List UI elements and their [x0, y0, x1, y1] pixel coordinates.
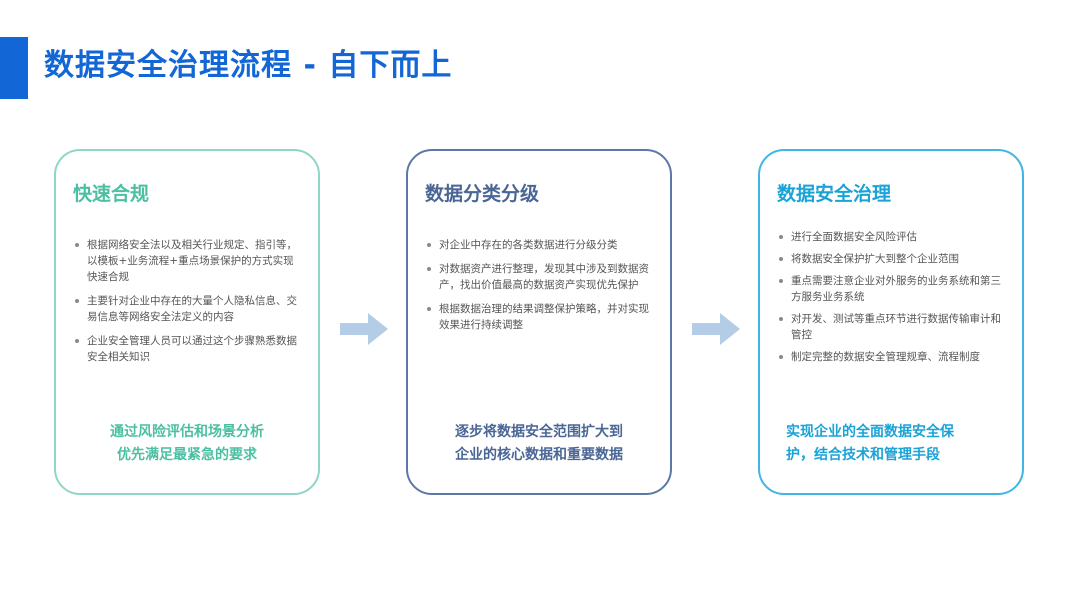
- bullet-item: 将数据安全保护扩大到整个企业范围: [777, 251, 1008, 267]
- bullet-list: 进行全面数据安全风险评估 将数据安全保护扩大到整个企业范围 重点需要注意企业对外…: [777, 229, 1008, 371]
- card-summary: 实现企业的全面数据安全保 护，结合技术和管理手段: [760, 421, 1022, 467]
- slide-title: 数据安全治理流程 - 自下而上: [44, 48, 453, 83]
- stage-card-quick-compliance: 快速合规 根据网络安全法以及相关行业规定、指引等，以模板+业务流程+重点场景保护…: [54, 149, 320, 495]
- bullet-item: 进行全面数据安全风险评估: [777, 229, 1008, 245]
- stage-card-governance: 数据安全治理 进行全面数据安全风险评估 将数据安全保护扩大到整个企业范围 重点需…: [758, 149, 1024, 495]
- title-accent-bar: [0, 37, 28, 99]
- bullet-item: 重点需要注意企业对外服务的业务系统和第三方服务业务系统: [777, 273, 1008, 305]
- card-summary-line: 通过风险评估和场景分析: [110, 424, 264, 440]
- bullet-item: 制定完整的数据安全管理规章、流程制度: [777, 349, 1008, 365]
- card-summary-line: 企业的核心数据和重要数据: [455, 447, 623, 463]
- card-summary-line: 优先满足最紧急的要求: [117, 447, 257, 463]
- bullet-list: 对企业中存在的各类数据进行分级分类 对数据资产进行整理，发现其中涉及到数据资产，…: [425, 237, 656, 341]
- arrow-right-icon: [692, 313, 740, 345]
- bullet-item: 对数据资产进行整理，发现其中涉及到数据资产，找出价值最高的数据资产实现优先保护: [425, 261, 656, 293]
- bullet-item: 主要针对企业中存在的大量个人隐私信息、交易信息等网络安全法定义的内容: [73, 293, 304, 325]
- card-title: 数据分类分级: [425, 183, 540, 205]
- card-summary-line: 逐步将数据安全范围扩大到: [455, 424, 623, 440]
- stage-card-classification: 数据分类分级 对企业中存在的各类数据进行分级分类 对数据资产进行整理，发现其中涉…: [406, 149, 672, 495]
- bullet-item: 根据数据治理的结果调整保护策略，并对实现效果进行持续调整: [425, 301, 656, 333]
- bullet-item: 企业安全管理人员可以通过这个步骤熟悉数据安全相关知识: [73, 333, 304, 365]
- card-summary: 通过风险评估和场景分析 优先满足最紧急的要求: [56, 421, 318, 467]
- card-title: 快速合规: [73, 183, 150, 205]
- card-summary-line: 实现企业的全面数据安全保: [786, 424, 954, 440]
- bullet-item: 根据网络安全法以及相关行业规定、指引等，以模板+业务流程+重点场景保护的方式实现…: [73, 237, 304, 285]
- bullet-item: 对企业中存在的各类数据进行分级分类: [425, 237, 656, 253]
- bullet-list: 根据网络安全法以及相关行业规定、指引等，以模板+业务流程+重点场景保护的方式实现…: [73, 237, 304, 373]
- card-title: 数据安全治理: [777, 183, 892, 205]
- arrow-right-icon: [340, 313, 388, 345]
- bullet-item: 对开发、测试等重点环节进行数据传输审计和管控: [777, 311, 1008, 343]
- card-summary: 逐步将数据安全范围扩大到 企业的核心数据和重要数据: [408, 421, 670, 467]
- card-summary-line: 护，结合技术和管理手段: [786, 447, 940, 463]
